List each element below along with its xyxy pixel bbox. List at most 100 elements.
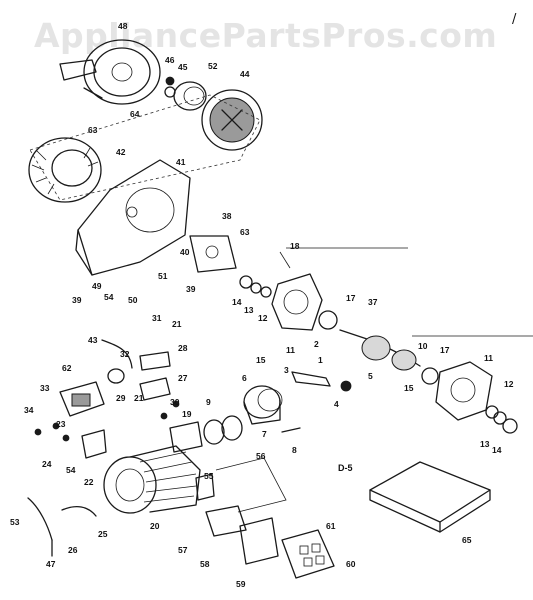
callout-29: 29 — [116, 393, 126, 403]
cylinder-drawing — [103, 445, 201, 514]
callout-1: 1 — [318, 355, 323, 365]
callout-44: 44 — [240, 69, 250, 79]
callout-64: 64 — [130, 109, 140, 119]
group-bracket-56 — [215, 457, 287, 513]
fuel-line-53-drawing — [27, 497, 53, 541]
callout-3: 3 — [284, 365, 289, 375]
callout-12-left: 12 — [258, 313, 268, 323]
callout-43: 43 — [88, 335, 98, 345]
callout-61: 61 — [326, 521, 336, 531]
callout-63-bracket: 63 — [240, 227, 250, 237]
screw-30-drawing — [172, 400, 180, 408]
callout-26: 26 — [68, 545, 78, 555]
crankshaft-drawing — [339, 329, 421, 371]
watermark: AppliancePartsPros.com — [34, 16, 498, 55]
callout-46: 46 — [165, 55, 175, 65]
callout-30: 30 — [170, 397, 180, 407]
callout-58: 58 — [200, 559, 210, 569]
muffler-60-drawing — [281, 529, 335, 579]
callout-11-right: 11 — [484, 353, 493, 363]
callout-19: 19 — [182, 409, 192, 419]
callout-11-left: 11 — [286, 345, 295, 355]
callout-37: 37 — [368, 297, 378, 307]
callout-65: 65 — [462, 535, 472, 545]
piston-drawing — [243, 385, 283, 425]
callout-52: 52 — [208, 61, 218, 71]
gasket-32-drawing — [107, 368, 125, 384]
bearing-17b-drawing — [421, 367, 439, 385]
flywheel-cup-44-drawing — [201, 89, 263, 151]
callout-39: 39 — [72, 295, 82, 305]
callout-22: 22 — [84, 477, 94, 487]
callout-6: 6 — [242, 373, 247, 383]
gasket-22-drawing — [81, 429, 107, 459]
callout-14-right: 14 — [492, 445, 502, 455]
callout-40: 40 — [180, 247, 190, 257]
callout-38: 38 — [222, 211, 232, 221]
callout-21: 21 — [172, 319, 182, 329]
screw-34-drawing — [34, 428, 42, 436]
ring-13b-drawing — [493, 411, 507, 425]
parts-box-65-drawing — [369, 461, 491, 533]
plate-28-drawing — [139, 351, 171, 371]
hose-43-drawing — [101, 339, 133, 369]
callout-63: 63 — [88, 125, 98, 135]
callout-17-left: 17 — [346, 293, 356, 303]
callout-25: 25 — [98, 529, 108, 539]
callout-5: 5 — [368, 371, 373, 381]
screw-23-drawing — [52, 422, 60, 430]
callout-51: 51 — [158, 271, 168, 281]
callout-33: 33 — [40, 383, 50, 393]
callout-57: 57 — [178, 545, 188, 555]
callout-45: 45 — [178, 62, 188, 72]
callout-54-shroud: 54 — [104, 292, 114, 302]
ring-9a-drawing — [203, 419, 225, 445]
callout-31: 31 — [152, 313, 162, 323]
starter-housing-drawing — [59, 39, 161, 105]
group-outline-dashed — [29, 94, 261, 201]
callout-7: 7 — [262, 429, 267, 439]
callout-17-right: 17 — [440, 345, 450, 355]
callout-28: 28 — [178, 343, 188, 353]
callout-60: 60 — [346, 559, 356, 569]
flywheel-63-drawing — [28, 137, 102, 203]
callout-23: 23 — [56, 419, 66, 429]
bracket-38-drawing — [189, 235, 237, 273]
callout-49: 49 — [92, 281, 102, 291]
callout-24: 24 — [42, 459, 52, 469]
seal-14a-drawing — [239, 275, 253, 289]
callout-15-right: 15 — [404, 383, 414, 393]
muffler-screen-59-drawing — [239, 517, 279, 565]
callout-9: 9 — [206, 397, 211, 407]
callout-34: 34 — [24, 405, 34, 415]
callout-13-left: 13 — [244, 305, 254, 315]
bolt-18-drawing — [279, 251, 291, 269]
plate-27-drawing — [139, 377, 171, 401]
callout-21-lower: 21 — [134, 393, 144, 403]
ring-13a-drawing — [250, 282, 262, 294]
callout-12-right: 12 — [504, 379, 514, 389]
baffle-55-drawing — [195, 473, 215, 501]
sheet-label: D-5 — [338, 463, 353, 473]
ring-12a-drawing — [260, 286, 272, 298]
callout-56: 56 — [256, 451, 266, 461]
callout-10: 10 — [418, 341, 428, 351]
muffler-plate-57-drawing — [205, 505, 247, 537]
callout-18: 18 — [290, 241, 300, 251]
ring-9b-drawing — [221, 415, 243, 441]
callout-2: 2 — [314, 339, 319, 349]
callout-4: 4 — [334, 399, 339, 409]
corner-mark: / — [512, 12, 517, 27]
pin-7-drawing — [281, 427, 301, 433]
bearing-17a-drawing — [318, 310, 338, 330]
ring-12b-drawing — [485, 405, 499, 419]
callout-14-left: 14 — [232, 297, 242, 307]
callout-47: 47 — [46, 559, 56, 569]
gasket-19-drawing — [169, 421, 203, 453]
callout-59: 59 — [236, 579, 246, 589]
connecting-rod-drawing — [291, 371, 352, 392]
callout-42: 42 — [116, 147, 126, 157]
pulley-52-drawing — [173, 81, 207, 111]
